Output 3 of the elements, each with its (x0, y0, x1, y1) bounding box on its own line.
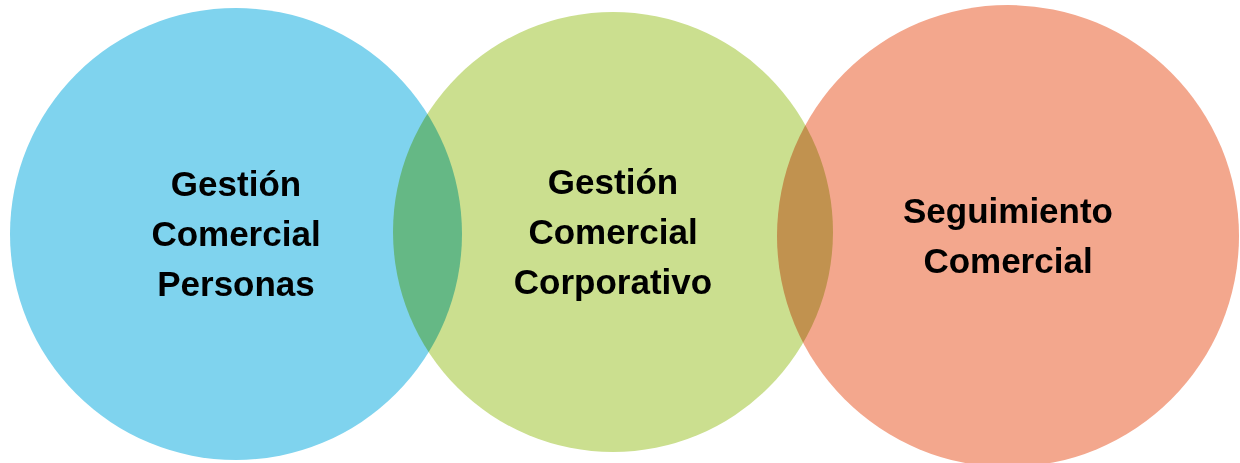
category-label: Gestión Comercial Corporativo (512, 161, 714, 303)
category-label: Seguimiento Comercial (902, 190, 1114, 282)
category-label: Gestión Comercial Personas (150, 163, 322, 305)
